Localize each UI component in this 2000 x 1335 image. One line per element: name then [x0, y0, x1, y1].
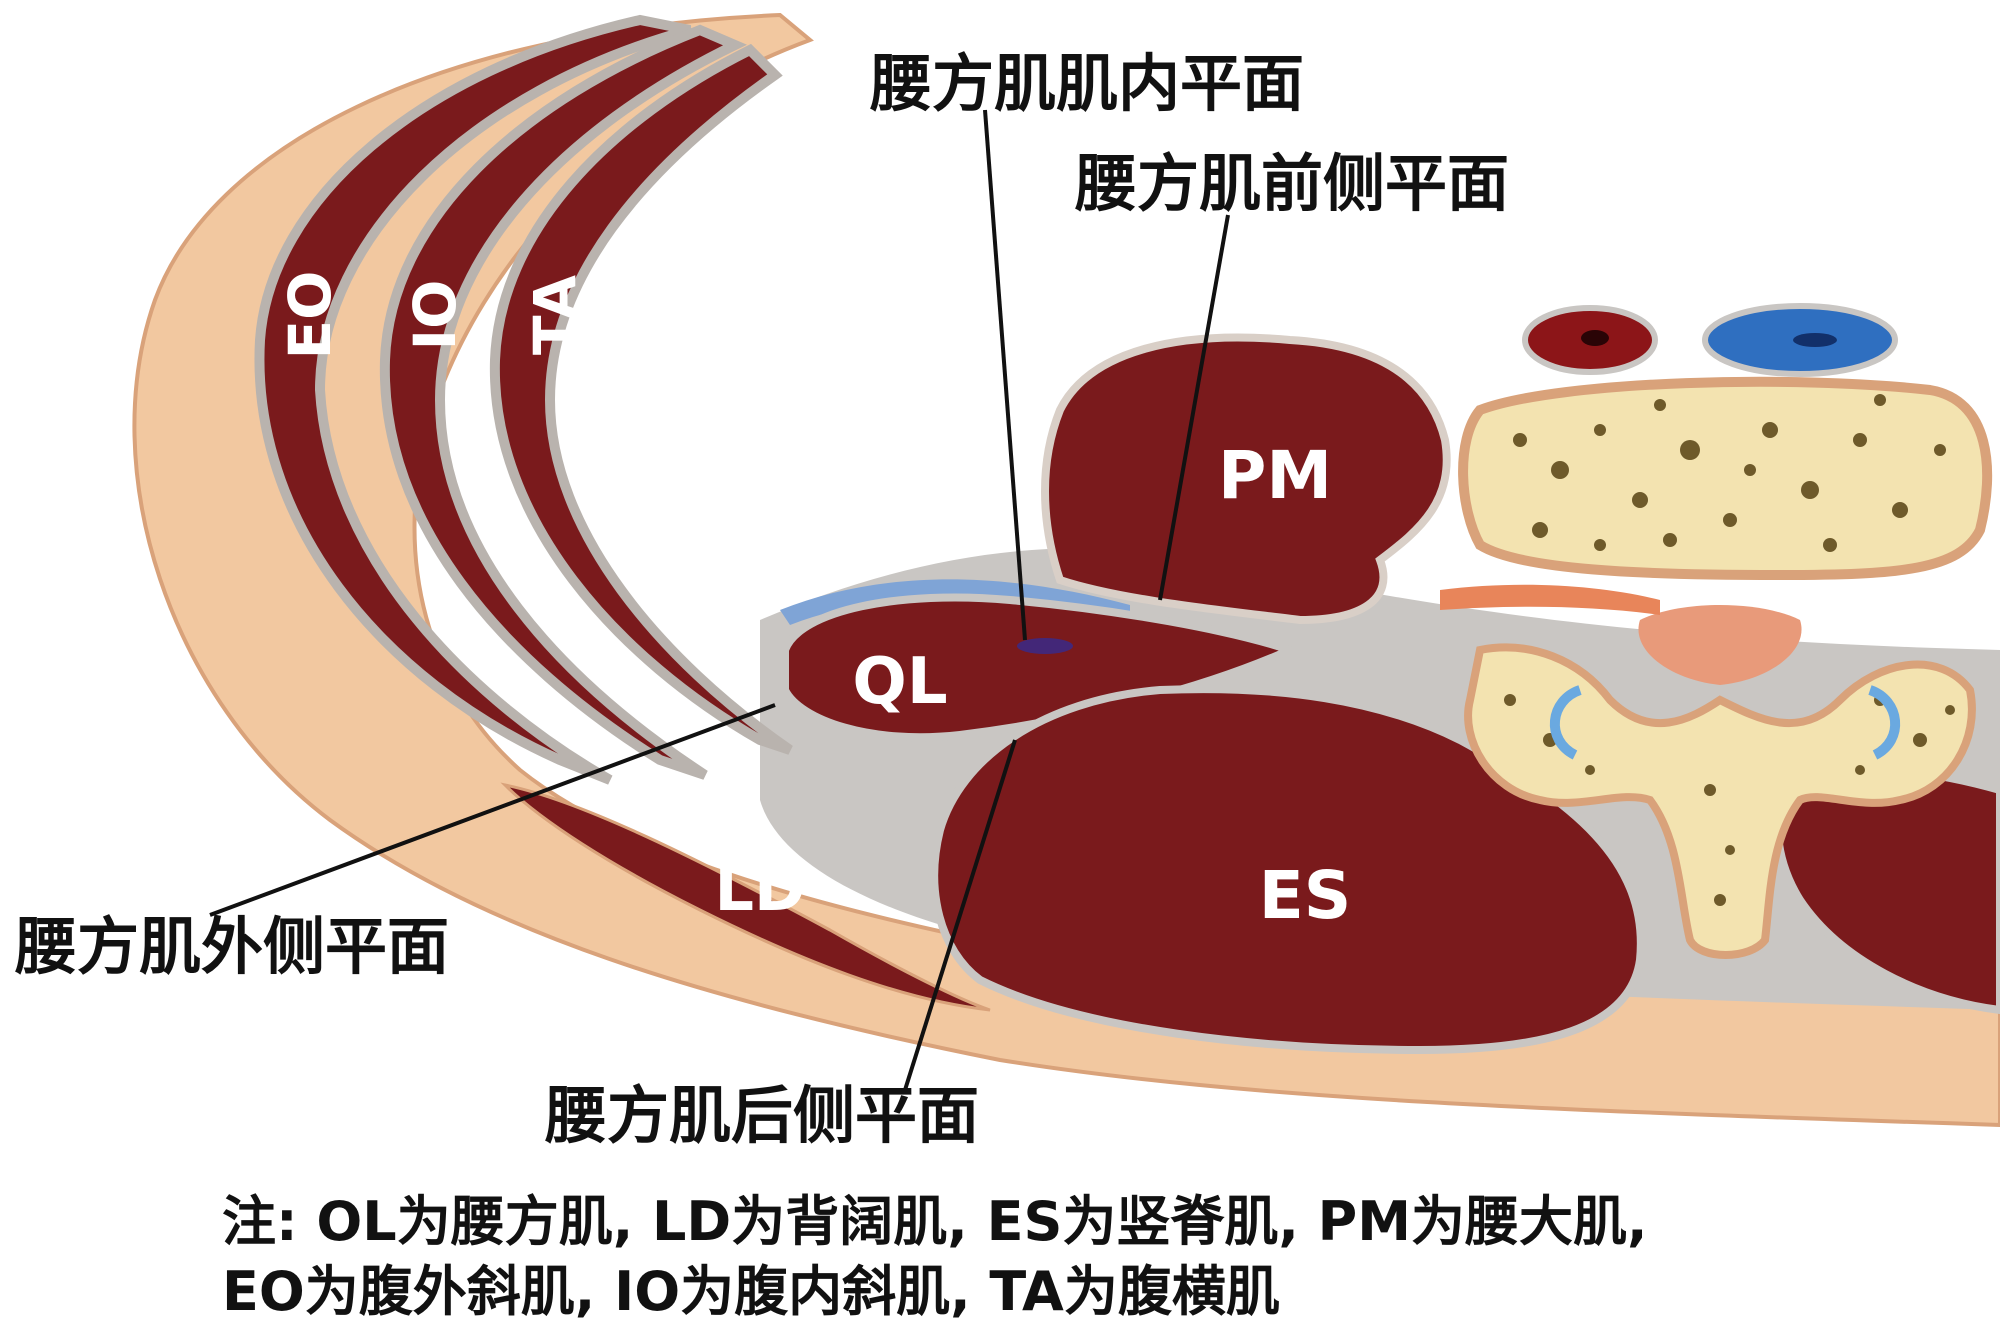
es-muscle: [930, 685, 1645, 1055]
vertebral-posterior-elements: [1464, 643, 1976, 959]
label-intramuscular-plane: 腰方肌肌内平面: [870, 47, 1304, 120]
label-pm: PM: [1218, 437, 1332, 514]
ql-muscle: [781, 593, 1302, 742]
facet-joint-left: [1549, 685, 1582, 760]
pm-muscle: [1041, 333, 1451, 625]
label-ql: QL: [852, 645, 947, 719]
abbreviation-note-line-2: EO为腹外斜肌, IO为腹内斜肌, TA为腹横肌: [222, 1260, 1280, 1323]
label-io: IO: [401, 280, 469, 351]
pointer-line-anterior: [1158, 214, 1230, 601]
pointer-line-lateral: [209, 703, 776, 917]
label-lateral-plane: 腰方肌外侧平面: [15, 910, 449, 983]
label-anterior-plane: 腰方肌前侧平面: [1075, 147, 1509, 220]
label-es: ES: [1259, 857, 1352, 934]
pointer-line-intramuscular: [983, 109, 1027, 641]
vertebral-body-trabeculae: [1513, 394, 1946, 552]
pointer-line-posterior: [903, 739, 1017, 1091]
abbreviation-note-line-1: 注: OL为腰方肌, LD为背阔肌, ES为竖脊肌, PM为腰大肌,: [222, 1190, 1648, 1253]
label-eo: EO: [276, 271, 344, 360]
ld-muscle: [500, 782, 991, 1012]
label-ld: LD: [715, 852, 806, 925]
label-ta: TA: [521, 275, 589, 355]
ivc-lumen: [1793, 333, 1837, 347]
io-muscle: [379, 24, 748, 780]
spinal-cord: [1638, 605, 1802, 685]
ta-muscle: [489, 43, 793, 755]
ligamentum-band: [1440, 584, 1660, 615]
vertebral-body: [1458, 376, 1993, 581]
label-posterior-plane: 腰方肌后侧平面: [545, 1079, 979, 1152]
facet-joint-right: [1868, 685, 1901, 760]
aorta-lumen: [1581, 330, 1609, 346]
anterior-fascia-blue: [780, 579, 1130, 625]
ql-intramuscular-point: [1017, 638, 1073, 654]
eo-muscle: [254, 14, 692, 785]
